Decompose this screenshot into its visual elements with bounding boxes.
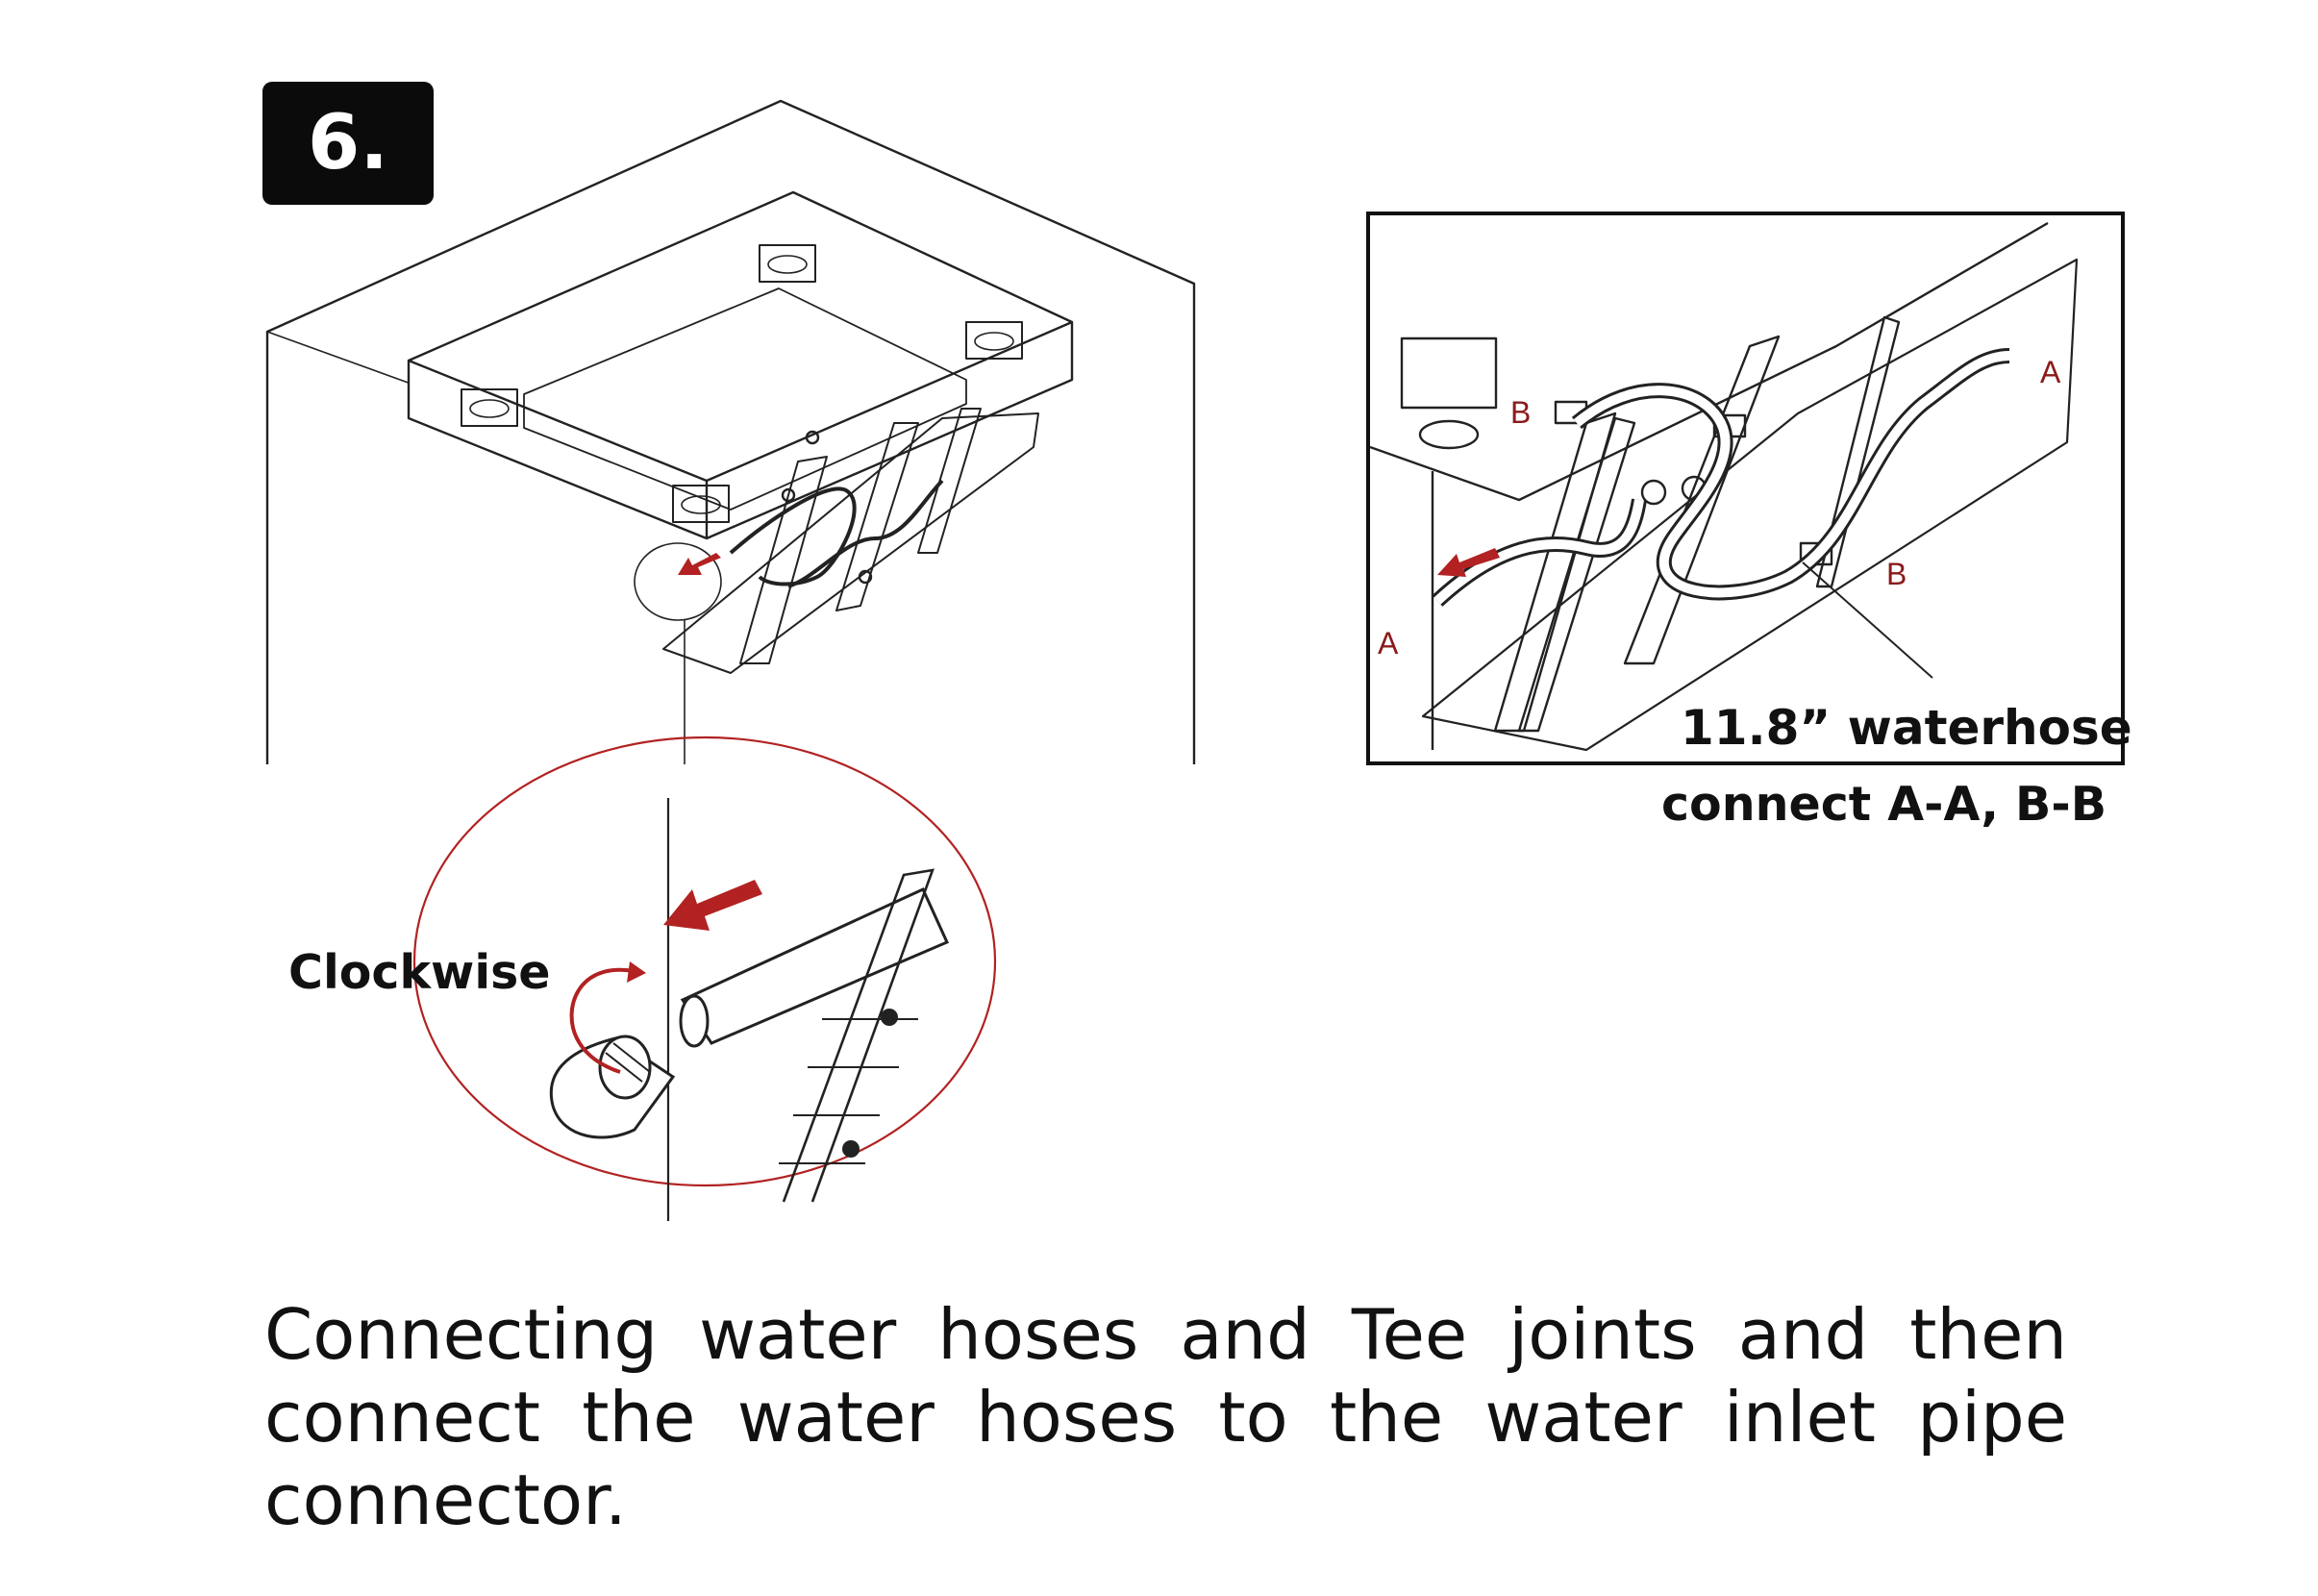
- inset-detail: A B B A: [1366, 212, 2125, 765]
- clockwise-arrow-icon: [569, 967, 636, 1074]
- point-b-label-left: B: [1510, 395, 1531, 430]
- direction-arrow-icon: [663, 880, 762, 931]
- cabinet-illustration: [265, 99, 1196, 764]
- inset-arrow-icon: [1437, 548, 1500, 577]
- small-direction-arrow-icon: [678, 553, 721, 575]
- point-a-label-right: A: [2040, 355, 2061, 389]
- connect-instruction-label: connect A-A, B-B: [1661, 777, 2107, 832]
- step-number-badge: 6.: [262, 82, 434, 205]
- point-b-label-right: B: [1886, 557, 1907, 591]
- step-caption: Connecting water hoses and Tee joints an…: [264, 1294, 2067, 1540]
- hose-length-label: 11.8” waterhose: [1681, 700, 2132, 756]
- zoom-detail: [412, 736, 997, 1221]
- clockwise-label: Clockwise: [288, 945, 551, 1000]
- point-a-label-left: A: [1378, 626, 1399, 661]
